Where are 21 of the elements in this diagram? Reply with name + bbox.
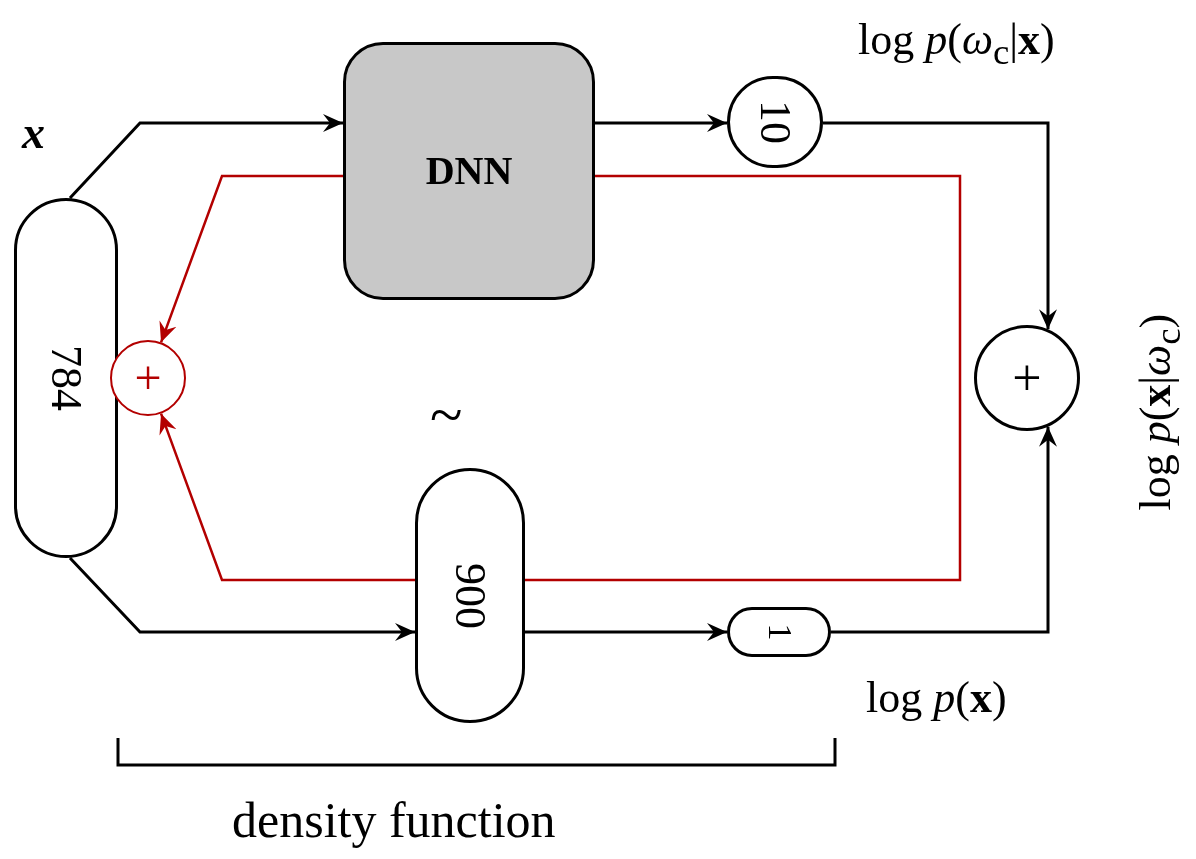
arrow xyxy=(68,114,343,200)
arrow xyxy=(823,121,1057,330)
arrow xyxy=(159,174,343,343)
output-layer-pill xyxy=(727,607,831,657)
layer-size: 900 xyxy=(448,562,492,629)
layer-size: 784 xyxy=(44,345,88,411)
arrow xyxy=(525,623,727,641)
plus-sign: + xyxy=(134,354,162,402)
layer-size: 1 xyxy=(762,623,796,641)
arrow xyxy=(831,426,1057,634)
network-box xyxy=(343,42,595,300)
arrow xyxy=(159,413,415,582)
output-label: log p(ω$_{c}$|x) xyxy=(858,18,1055,71)
tilde-mark: ~ xyxy=(430,385,463,445)
plus-sign: + xyxy=(1012,352,1042,404)
network-name: DNN xyxy=(425,151,513,191)
input-label: x xyxy=(22,110,45,156)
arrow xyxy=(68,556,415,641)
output-label: log p(x) xyxy=(866,676,1007,720)
arrow xyxy=(595,114,727,132)
layer-size: 10 xyxy=(753,100,797,144)
